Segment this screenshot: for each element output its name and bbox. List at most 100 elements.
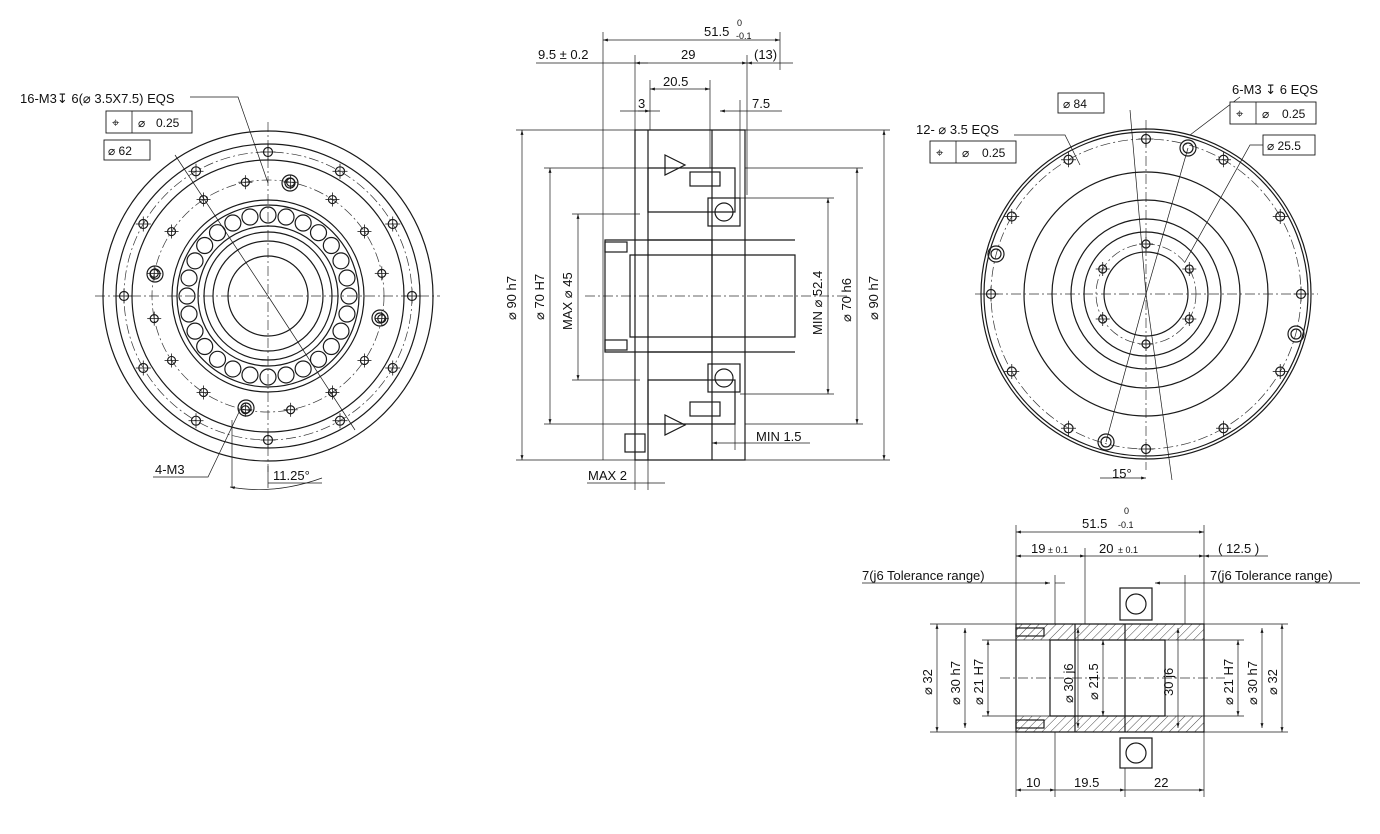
- section-shaft: [629, 254, 796, 338]
- left-angle-arc: [229, 477, 323, 490]
- section-d29: 29: [681, 47, 695, 62]
- roller: [277, 208, 295, 226]
- roller: [224, 214, 242, 232]
- roller: [196, 236, 214, 255]
- shaft-dia-30-left: ⌀ 30 h7: [948, 661, 963, 705]
- right-fcf-position-icon-right: ⌖: [1236, 106, 1244, 121]
- left-leader-diag: [267, 295, 356, 431]
- roller: [338, 305, 356, 323]
- roller: [322, 337, 340, 356]
- shaft-dia-30-j6-left: ⌀ 30 j6: [1061, 663, 1076, 703]
- right-leader-4: [1145, 293, 1173, 481]
- shaft-bore: [1049, 639, 1166, 717]
- section-roller-bottom: [664, 414, 687, 436]
- shaft-view: 51.5 0 -0.1 19 ± 0.1 20 ± 0.1 ( 12.5 ) 7…: [862, 506, 1360, 797]
- section-pin: [624, 433, 646, 453]
- section-d20-5: 20.5: [663, 74, 688, 89]
- shaft-d19: 19: [1031, 541, 1045, 556]
- left-pcd-box: [103, 139, 151, 161]
- right-callout-6m3: 6-M3 ↧ 6 EQS: [1232, 82, 1318, 97]
- right-leader-3: [1129, 109, 1147, 295]
- right-fcf-box-right: [1229, 101, 1317, 125]
- roller: [277, 366, 295, 384]
- section-screw-bottom: [689, 401, 721, 417]
- right-fcf-position-icon-left: ⌖: [936, 145, 944, 160]
- left-angle-label: 11.25°: [273, 468, 310, 483]
- shaft-d22: 22: [1154, 775, 1168, 790]
- section-dimensions: [516, 32, 890, 490]
- right-angle-label: 15°: [1112, 466, 1132, 481]
- right-dia-25-5-box: [1262, 134, 1316, 156]
- roller: [186, 252, 204, 270]
- section-min-1-5: MIN 1.5: [756, 429, 802, 444]
- roller: [241, 208, 259, 226]
- section-dia-90-right: ⌀ 90 h7: [866, 276, 881, 320]
- section-dia-52-4: MIN ⌀ 52.4: [810, 271, 825, 335]
- right-outer-circle: [980, 128, 1312, 460]
- shaft-d10: 10: [1026, 775, 1040, 790]
- shaft-dia-32-right: ⌀ 32: [1265, 669, 1280, 695]
- shaft-dimensions: [862, 525, 1360, 797]
- left-tapped-holes: [146, 174, 389, 417]
- roller: [309, 350, 328, 368]
- right-leader-12: [1014, 134, 1081, 166]
- section-upper-flange: [647, 167, 736, 213]
- roller: [180, 305, 198, 323]
- left-fcf-position-icon: ⌖: [112, 115, 120, 130]
- left-flange-circle: [115, 143, 421, 449]
- right-callout-12: 12- ⌀ 3.5 EQS: [916, 122, 999, 137]
- roller: [196, 337, 214, 356]
- roller: [259, 206, 277, 224]
- right-bore: [1103, 251, 1189, 337]
- right-tapped-holes: [987, 139, 1305, 451]
- roller: [322, 236, 340, 255]
- shaft-dia-32-left: ⌀ 32: [920, 669, 935, 695]
- shaft-d12-5: ( 12.5 ): [1218, 541, 1259, 556]
- left-bearing-outer: [171, 199, 365, 393]
- section-max-2: MAX 2: [588, 468, 627, 483]
- roller: [332, 322, 350, 340]
- right-leader-25-5: [1184, 144, 1263, 263]
- right-leader-2: [1105, 293, 1147, 443]
- right-step-2: [1051, 199, 1241, 389]
- left-bolt-pcd-inner: [151, 179, 385, 413]
- left-bearing-inner: [197, 225, 339, 367]
- roller: [338, 269, 356, 287]
- section-d7-5: 7.5: [752, 96, 770, 111]
- right-step-4: [1083, 231, 1209, 357]
- section-dia-90-left: ⌀ 90 h7: [504, 276, 519, 320]
- left-bearing-outer-2: [176, 204, 360, 388]
- left-hub-2: [212, 240, 324, 352]
- left-fcf-box: [105, 110, 193, 134]
- section-bearing-top: [707, 197, 741, 227]
- right-pcd-label: ⌀ 84: [1063, 97, 1087, 111]
- roller: [294, 214, 312, 232]
- section-bearing-bottom: [707, 363, 741, 393]
- section-offset: 9.5 ± 0.2: [538, 47, 589, 62]
- roller: [208, 224, 227, 242]
- shaft-overall-tol-upper: 0: [1124, 506, 1129, 516]
- right-outer-holes: [983, 131, 1309, 457]
- section-view: 51.5 0 -0.1 9.5 ± 0.2 29 (13) 20.5 3 7.5…: [504, 18, 890, 490]
- section-overall-length: 51.5: [704, 24, 729, 39]
- right-dia-25-5: ⌀ 25.5: [1267, 139, 1301, 153]
- roller: [180, 269, 198, 287]
- section-d13: (13): [754, 47, 777, 62]
- shaft-d20: 20: [1099, 541, 1113, 556]
- roller: [332, 252, 350, 270]
- shaft-d19-tol: ± 0.1: [1048, 545, 1068, 555]
- left-leader-callout: [190, 96, 269, 184]
- shaft-setscrew-top: [1015, 627, 1045, 637]
- left-outer-holes: [116, 144, 420, 448]
- shaft-bearing-bottom: [1119, 737, 1153, 769]
- roller: [241, 366, 259, 384]
- roller: [186, 322, 204, 340]
- shaft-dia-21-right: ⌀ 21 H7: [1221, 659, 1236, 705]
- left-fcf-dia-symbol: ⌀: [138, 116, 145, 130]
- left-leader-pcd: [174, 154, 269, 297]
- roller: [208, 350, 227, 368]
- roller: [224, 360, 242, 378]
- left-hub: [203, 231, 333, 361]
